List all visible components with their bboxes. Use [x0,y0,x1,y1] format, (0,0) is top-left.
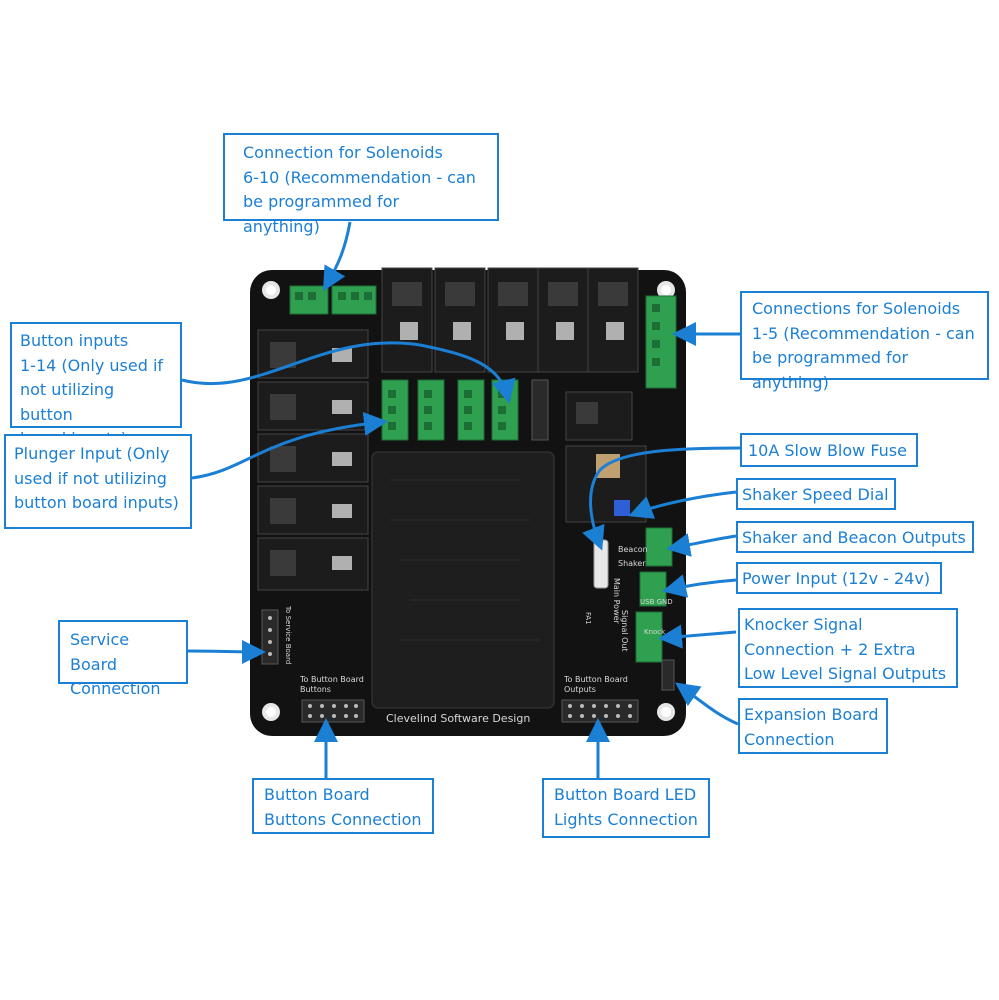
callout-fuse: 10A Slow Blow Fuse [740,433,918,467]
arrow-button-inputs [181,341,516,404]
silkscreen-shaker: Shaker [618,559,646,568]
callout-button-board-led: Button Board LED Lights Connection [542,778,710,838]
silkscreen-usb-gnd: USB GND [640,598,673,606]
arrow-solenoids-6-10 [323,221,352,292]
arrow-power-input [662,574,737,598]
fuse [593,539,609,589]
controller-module [371,451,555,709]
shaker-driver-module [565,391,633,441]
silkscreen-header-buttons-line-1: To Button Board [299,675,364,684]
callout-shaker-beacon: Shaker and Beacon Outputs [736,521,974,553]
silkscreen-knock: Knock [644,628,666,636]
arrow-fuse [582,446,741,551]
callout-solenoids-1-5: Connections for Solenoids 1-5 (Recommend… [740,291,989,392]
callout-button-inputs: Button inputs 1-14 (Only used if not uti… [10,322,182,448]
leader-arrows [181,221,741,778]
arrow-plunger-input [191,411,388,480]
callout-power-input: Power Input (12v - 24v) [736,562,942,594]
silkscreen-header-outputs: To Button Board Outputs [563,675,630,694]
silkscreen-fuse-ref: FA1 [584,612,592,625]
arrow-expansion-board [675,682,739,726]
callout-solenoids-6-10: Connection for Solenoids 6-10 (Recommend… [223,133,499,236]
arrow-shaker-beacon [666,533,737,557]
top-solenoid-modules [381,267,639,373]
silkscreen-main-power: Main Power [612,578,621,625]
callout-service-board: Service Board Connection [58,620,188,698]
silkscreen-signal-out: Signal Out [620,610,629,652]
silkscreen-header-outputs-line-2: Outputs [564,685,596,694]
silkscreen-header-buttons-line-2: Buttons [300,685,331,694]
left-solenoid-modules [257,329,369,591]
callout-plunger-input: Plunger Input (Only used if not utilizin… [4,434,192,529]
callout-shaker-dial: Shaker Speed Dial [736,478,896,510]
arrow-knocker [658,624,737,649]
arrow-shaker-dial [628,490,737,519]
arrow-service-board [187,639,266,664]
callout-button-board-buttons: Button Board Buttons Connection [252,778,434,834]
shaker-dial [614,500,630,516]
callout-expansion-board: Expansion Board Connection [738,698,888,754]
callout-knocker: Knocker Signal Connection + 2 Extra Low … [738,608,958,688]
silkscreen-header-outputs-line-1: To Button Board [563,675,628,684]
silkscreen-service-header: To Service Board [284,605,292,664]
silkscreen-brand: Clevelind Software Design [386,712,530,725]
silkscreen-header-buttons: To Button Board Buttons [299,675,366,694]
silkscreen-beacon: Beacon [618,545,648,554]
